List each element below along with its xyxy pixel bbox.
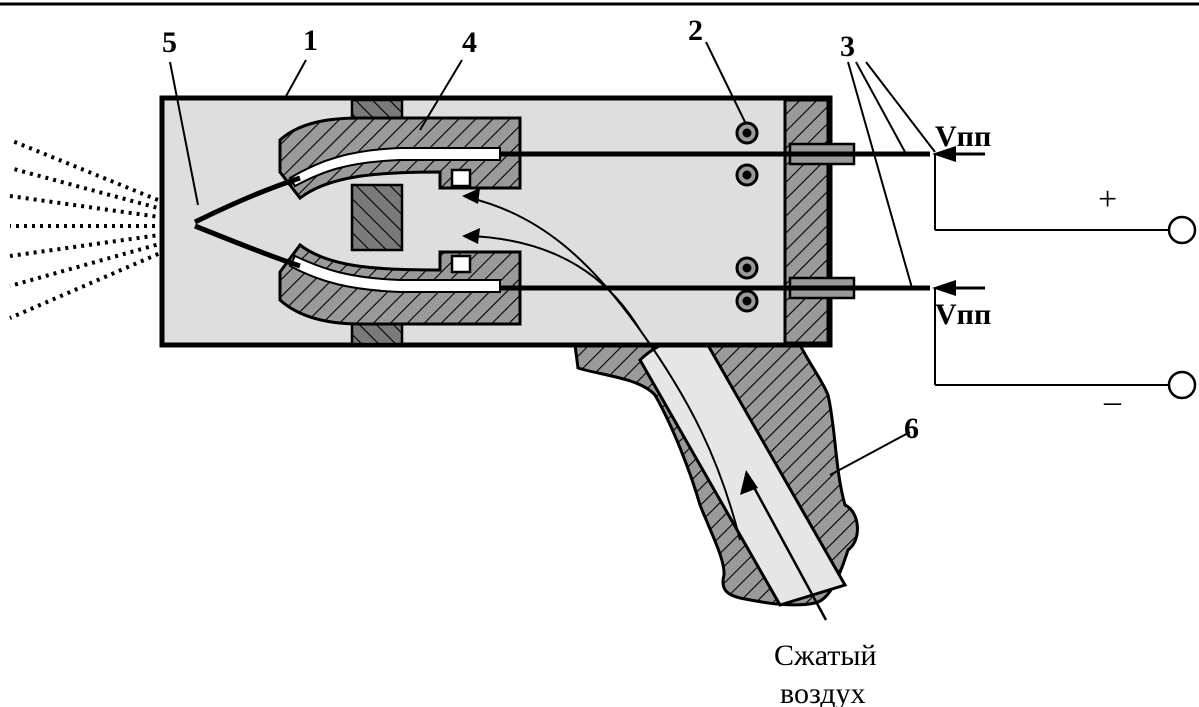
feed-rollers [735, 121, 759, 313]
lower-wire-channel [288, 254, 501, 293]
upper-air-nozzle [450, 168, 472, 188]
electrical-leads [934, 154, 1168, 386]
air-inlet-arrow [740, 470, 758, 495]
air-inlet-line [748, 479, 828, 621]
air-flow-lines [469, 197, 741, 541]
label-5: 5 [162, 26, 177, 59]
upper-wire-channel [288, 147, 501, 188]
air-arrow-lower [462, 228, 480, 244]
air-caption-line1: Сжатый [774, 639, 877, 672]
label-4: 4 [462, 26, 477, 59]
air-arrow-upper [462, 188, 480, 204]
rear-cap [783, 98, 830, 345]
label-3: 3 [840, 30, 855, 63]
feed-arrow-top-head [932, 146, 956, 162]
negative-terminal [1167, 370, 1197, 400]
label-2: 2 [688, 14, 703, 47]
feed-arrow-bottom-head [932, 280, 956, 296]
label-1: 1 [303, 24, 318, 57]
feed-speed-bottom-label: Vпп [935, 298, 991, 331]
plus-sign: + [1098, 181, 1117, 218]
positive-terminal [1167, 215, 1197, 245]
feed-speed-top-label: Vпп [935, 120, 991, 153]
lower-air-nozzle [450, 254, 472, 274]
label-6: 6 [904, 412, 919, 445]
leader-lines [169, 41, 936, 476]
insulator-bracket [350, 98, 404, 346]
minus-sign: – [1103, 383, 1122, 420]
air-caption-line2: воздух [780, 677, 866, 707]
